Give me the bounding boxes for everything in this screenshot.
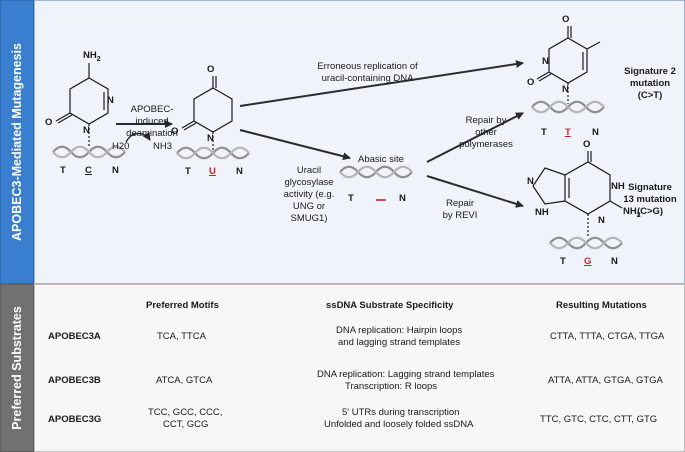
dna3-base-n: N — [399, 193, 406, 204]
row-enzyme-apobec3b: APOBEC3B — [48, 375, 101, 386]
dna1-base-t: T — [60, 165, 66, 176]
guanine-structure — [532, 151, 623, 238]
thymine-n3: N — [542, 56, 549, 67]
thymine-structure — [536, 26, 601, 104]
repair-other-label: Repair by other polymerases — [459, 115, 513, 150]
thymine-o2: O — [527, 77, 535, 88]
row-mutations-apobec3b: ATTA, ATTA, GTGA, GTGA — [548, 375, 663, 386]
guanine-n1: NH — [611, 181, 625, 192]
mechanism-diagram — [51, 26, 624, 250]
repair-revi-arrow — [426, 175, 524, 208]
dna1-base-n: N — [112, 165, 119, 176]
dna2-base-u: U — [209, 166, 216, 177]
guanine-n9: NH — [535, 207, 549, 218]
row-mutations-apobec3a: CTTA, TTTA, CTGA, TTGA — [550, 331, 665, 342]
header-mutations: Resulting Mutations — [556, 300, 647, 311]
row-spec2-apobec3b: Transcription: R loops — [345, 381, 438, 392]
dna3-base-t: T — [348, 193, 354, 204]
dna2-base-t: T — [185, 166, 191, 177]
row-spec1-apobec3a: DNA replication: Hairpin loops — [336, 325, 463, 336]
row-motifs1-apobec3g: TCC, GCC, CCC, — [148, 407, 223, 418]
dna5-base-t: T — [560, 256, 566, 267]
row-spec1-apobec3g: 5' UTRs during transcription — [342, 407, 460, 418]
dna5-base-n: N — [611, 256, 618, 267]
arrows — [116, 60, 524, 208]
dna4-base-t-mut: T — [565, 127, 571, 138]
cytosine-structure — [55, 63, 109, 148]
row-motifs-apobec3b: ATCA, GTCA — [156, 375, 213, 386]
dna1-base-c: C — [85, 165, 92, 176]
dna2-base-n: N — [236, 166, 243, 177]
row-spec1-apobec3b: DNA replication: Lagging strand template… — [317, 369, 495, 380]
guanine-dna — [548, 236, 624, 250]
thymine-n1: N — [562, 84, 569, 95]
row-enzyme-apobec3g: APOBEC3G — [48, 414, 102, 425]
header-specificity: ssDNA Substrate Specificity — [326, 300, 454, 311]
row-motifs-apobec3a: TCA, TTCA — [157, 331, 206, 342]
abasic-label: Abasic site — [358, 154, 404, 165]
dna4-base-n: N — [592, 127, 599, 138]
guanine-nh2: NH2 — [623, 206, 641, 219]
cytosine-nh2: NH2 — [83, 50, 101, 63]
substrates-sidebar: Preferred Substrates — [0, 284, 34, 452]
guanine-o6: O — [583, 139, 591, 150]
nh3-label: NH3 — [153, 141, 173, 152]
uracil-n1: N — [207, 133, 214, 144]
erroneous-label: Erroneous replication of uracil-containi… — [317, 61, 418, 84]
signature-2-label: Signature 2 mutation (C>T) — [624, 66, 676, 101]
glycosylase-arrow — [239, 129, 351, 161]
h2o-label: H20 — [112, 141, 130, 152]
dna5-base-g: G — [584, 256, 592, 267]
replication-arrow — [239, 60, 524, 107]
uracil-structure — [181, 76, 233, 150]
cytosine-o2: O — [45, 117, 53, 128]
uracil-o2: O — [171, 126, 179, 137]
header-motifs: Preferred Motifs — [146, 300, 219, 311]
cytosine-n3: N — [107, 95, 114, 106]
abasic-dna — [338, 165, 414, 179]
guanine-n3: N — [598, 215, 605, 226]
row-spec2-apobec3a: and lagging strand templates — [338, 337, 460, 348]
cytosine-n1: N — [83, 125, 90, 136]
guanine-n7: N — [527, 176, 534, 187]
mutagenesis-sidebar: APOBEC3-Mediated Mutagenesis — [0, 0, 34, 284]
row-enzyme-apobec3a: APOBEC3A — [48, 331, 101, 342]
repair-revi-label: Repair by REVI — [442, 198, 478, 221]
uracil-o4: O — [207, 64, 215, 75]
dna4-base-t: T — [541, 127, 547, 138]
row-mutations-apobec3g: TTC, GTC, CTC, CTT, GTG — [540, 414, 658, 425]
deamination-label: APOBEC-induced deamination — [126, 104, 178, 139]
water-curl-arrow — [125, 131, 151, 143]
uracil-glycosylase-label: Uracil glycosylase activity (e.g. UNG or… — [283, 165, 335, 224]
row-spec2-apobec3g: Unfolded and loosely folded ssDNA — [324, 419, 474, 430]
thymine-o4: O — [562, 14, 570, 25]
row-motifs2-apobec3g: CCT, GCG — [163, 419, 209, 430]
signature-13-label: Signature 13 mutation (C>G) — [623, 182, 677, 217]
repair-other-arrow — [426, 112, 524, 163]
substrates-title: Preferred Substrates — [10, 306, 25, 430]
